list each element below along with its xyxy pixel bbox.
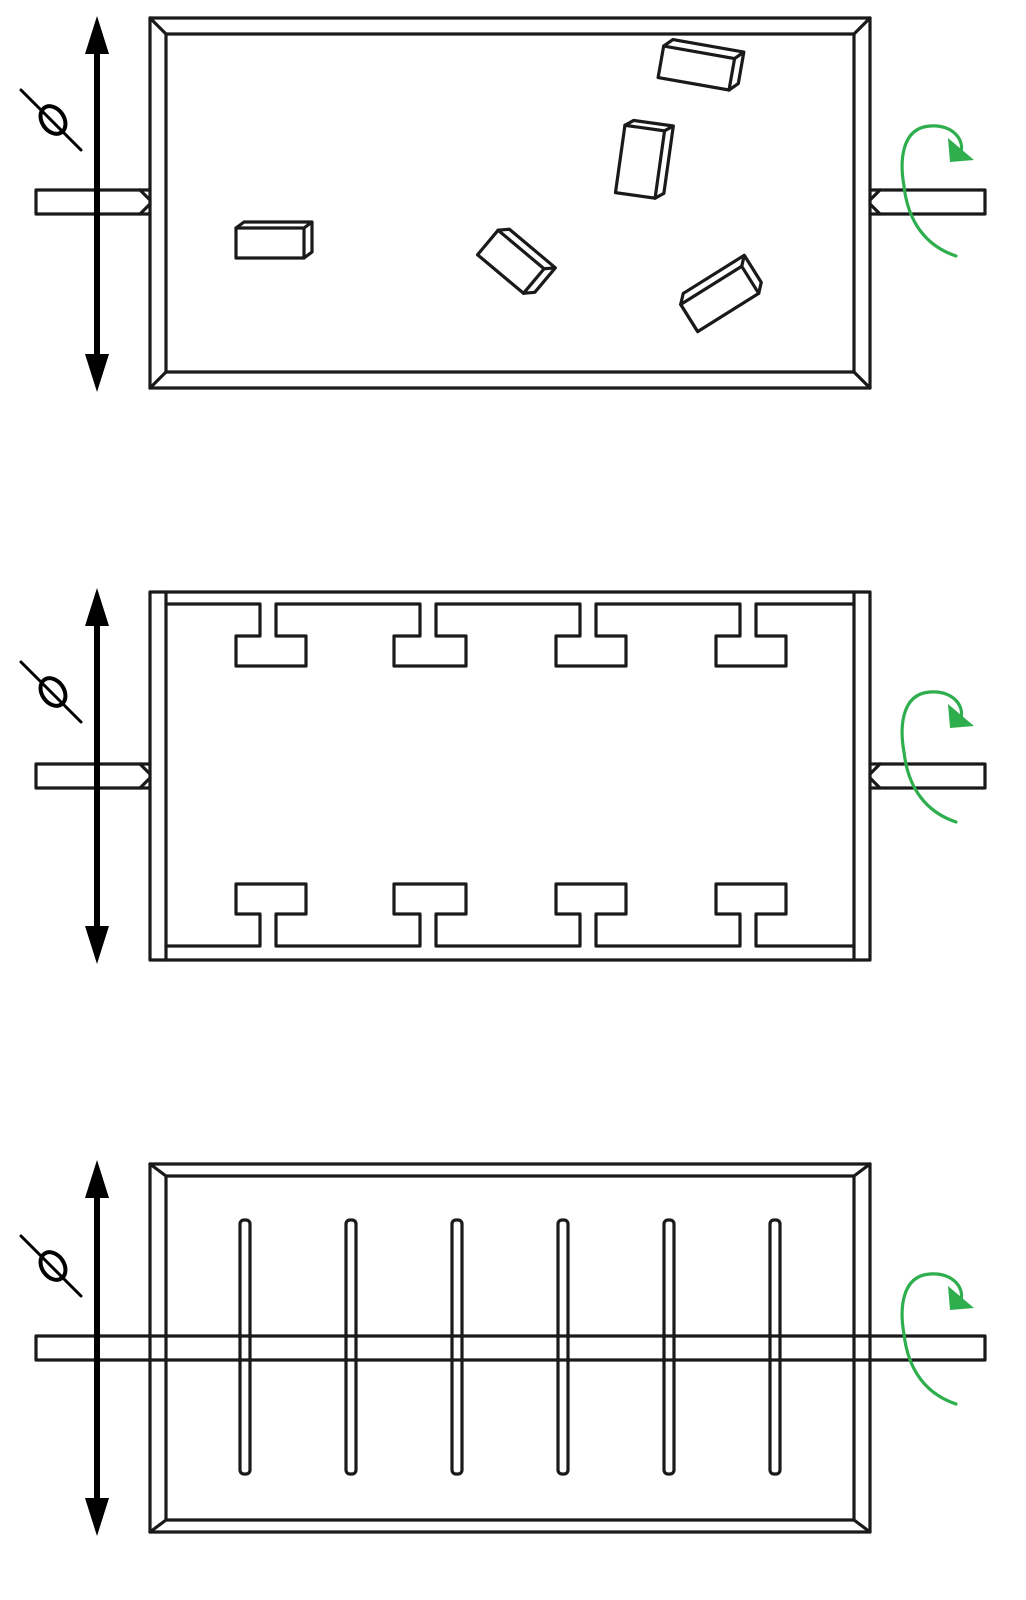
panel-t-lifters (19, 588, 987, 964)
particle (234, 220, 314, 260)
paddle (238, 1218, 252, 1476)
particle (613, 118, 675, 200)
paddle (344, 1218, 358, 1476)
particle (679, 253, 763, 334)
paddle (556, 1218, 570, 1476)
panel-loose-particles (19, 16, 987, 392)
paddle (450, 1218, 464, 1476)
particle (656, 37, 746, 92)
paddle (768, 1218, 782, 1476)
particle (475, 227, 557, 295)
panel-shaft-paddles (19, 1160, 987, 1536)
paddle (662, 1218, 676, 1476)
